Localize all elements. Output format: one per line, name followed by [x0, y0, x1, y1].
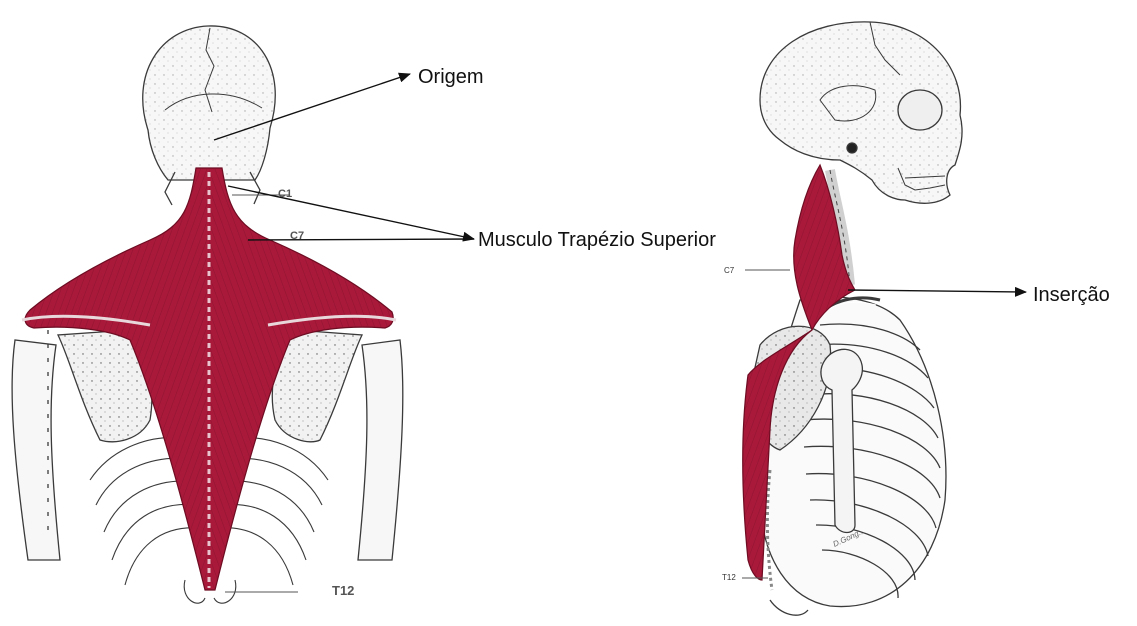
origin-label: Origem [418, 66, 484, 88]
vertebra-t12-label-lateral: T12 [722, 572, 736, 584]
insertion-label: Inserção [1033, 284, 1110, 306]
vertebra-c1-label: C1 [278, 188, 292, 200]
vertebra-t12-label-posterior: T12 [332, 585, 354, 597]
insertion-arrow [848, 290, 1026, 292]
muscle-label: Musculo Trapézio Superior [478, 229, 716, 251]
lateral-view [742, 22, 962, 615]
lateral-skull [760, 22, 962, 203]
posterior-view [12, 26, 403, 603]
vertebra-c7-label-posterior: C7 [290, 230, 304, 242]
vertebra-c7-label-lateral: C7 [724, 265, 734, 277]
muscle-arrow-lower [248, 239, 474, 240]
muscle-arrow-upper [228, 186, 474, 239]
